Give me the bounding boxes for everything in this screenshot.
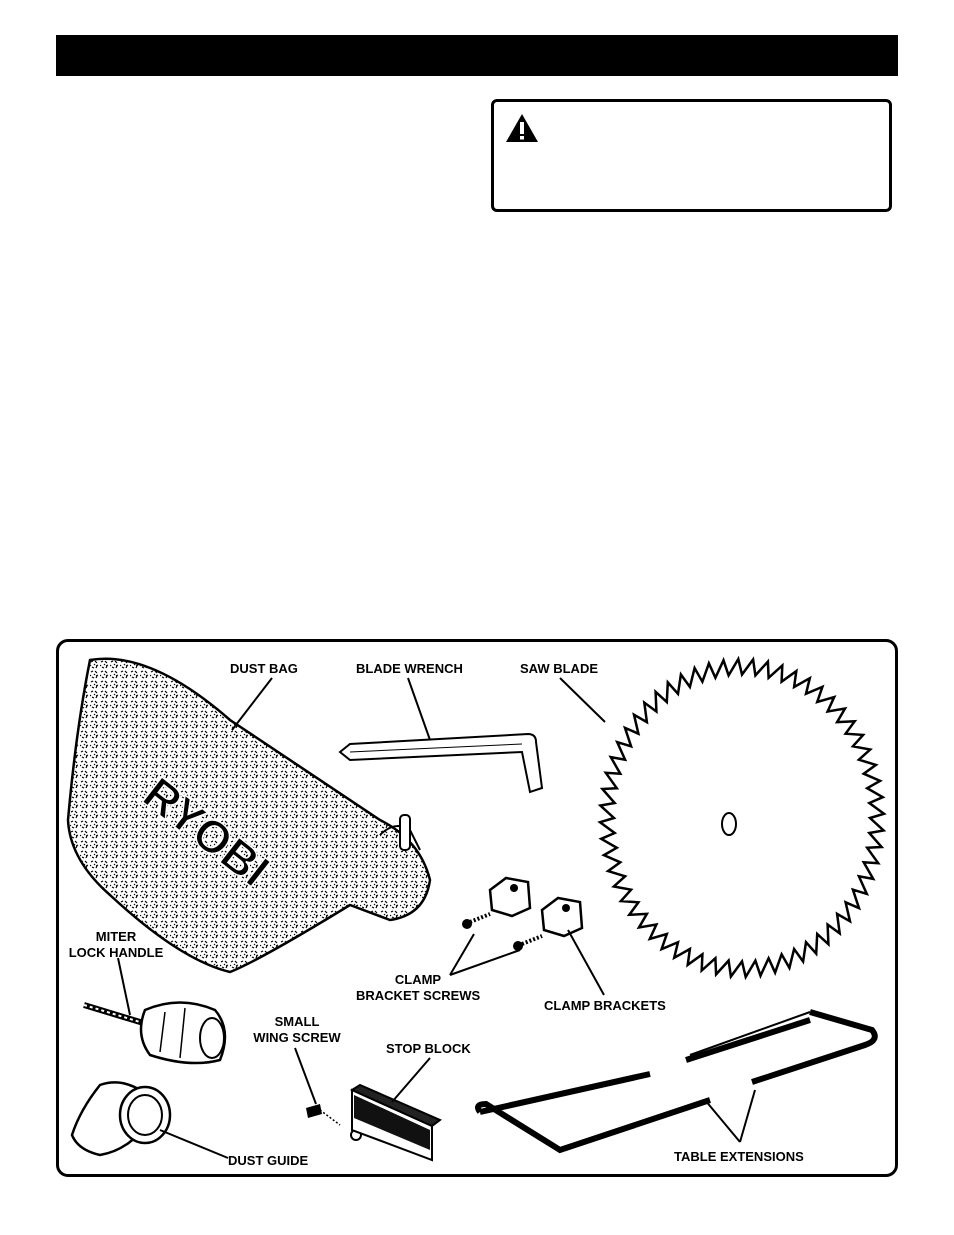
- label-miter-lock-handle-line1: MITER: [95, 929, 137, 944]
- label-dust-bag: DUST BAG: [230, 661, 298, 676]
- label-clamp-bracket-screws: CLAMP BRACKET SCREWS: [356, 972, 480, 1004]
- label-small-wing-screw: SMALL WING SCREW: [252, 1014, 342, 1046]
- warning-icon: [506, 114, 538, 142]
- label-miter-lock-handle: MITER LOCK HANDLE: [66, 929, 166, 961]
- saw-blade-illustration: [597, 655, 887, 981]
- label-clamp-bracket-screws-line1: CLAMP: [394, 972, 442, 987]
- label-saw-blade: SAW BLADE: [520, 661, 598, 676]
- table-extensions-illustration: [475, 1009, 878, 1154]
- blade-wrench-illustration: [338, 732, 544, 794]
- dust-guide-illustration: [70, 1081, 172, 1157]
- clamp-bracket-screws-illustration: [462, 912, 543, 951]
- label-blade-wrench: BLADE WRENCH: [356, 661, 463, 676]
- label-miter-lock-handle-line2: LOCK HANDLE: [68, 945, 164, 960]
- label-table-extensions: TABLE EXTENSIONS: [674, 1149, 804, 1164]
- miter-lock-handle-illustration: [83, 1001, 227, 1065]
- label-small-wing-screw-line1: SMALL: [274, 1014, 320, 1029]
- header-bar: [56, 35, 898, 76]
- label-dust-guide: DUST GUIDE: [228, 1153, 309, 1168]
- label-clamp-brackets: CLAMP BRACKETS: [544, 998, 666, 1013]
- clamp-brackets-illustration: [488, 876, 584, 938]
- leader-lines: [117, 677, 756, 1159]
- warning-box: [491, 99, 892, 212]
- dust-bag-illustration: RYOBI: [66, 657, 432, 974]
- label-small-wing-screw-line2: WING SCREW: [253, 1030, 341, 1045]
- label-stop-block: STOP BLOCK: [386, 1041, 471, 1056]
- stop-block-illustration: [349, 1083, 442, 1162]
- label-clamp-bracket-screws-line2: BRACKET SCREWS: [356, 988, 481, 1003]
